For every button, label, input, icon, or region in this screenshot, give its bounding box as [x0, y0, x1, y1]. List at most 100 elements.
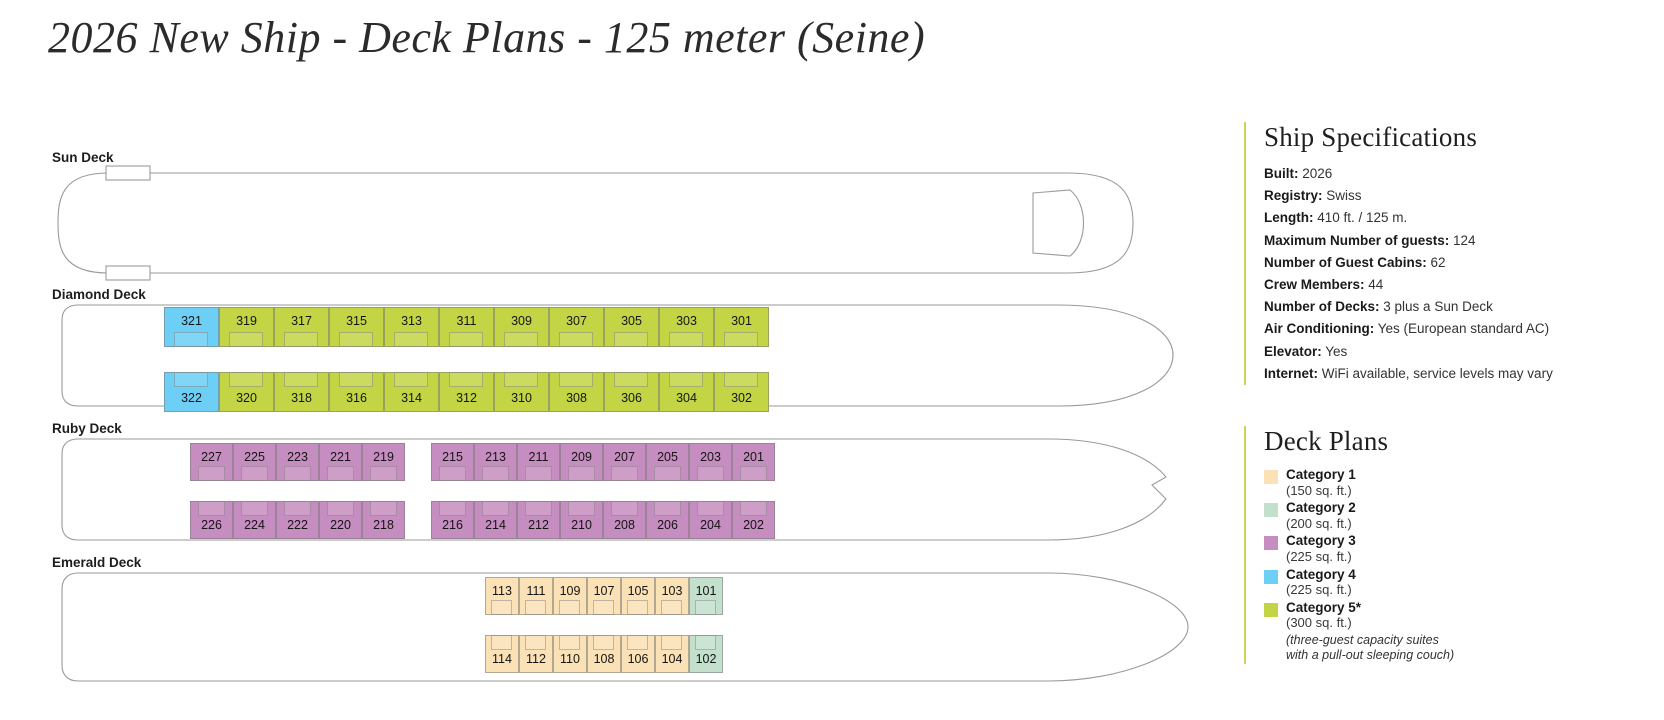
legend-category-title: Category 3	[1286, 533, 1356, 549]
cabin-103[interactable]: 103	[655, 577, 689, 615]
cabin-206[interactable]: 206	[646, 501, 689, 539]
cabin-door-notch	[198, 501, 225, 516]
cabin-223[interactable]: 223	[276, 443, 319, 481]
cabin-door-notch	[654, 466, 681, 481]
cabin-111[interactable]: 111	[519, 577, 553, 615]
cabin-305[interactable]: 305	[604, 307, 659, 347]
cabin-312[interactable]: 312	[439, 372, 494, 412]
cabin-207[interactable]: 207	[603, 443, 646, 481]
cabin-301[interactable]: 301	[714, 307, 769, 347]
cabin-107[interactable]: 107	[587, 577, 621, 615]
cabin-109[interactable]: 109	[553, 577, 587, 615]
cabin-215[interactable]: 215	[431, 443, 474, 481]
cabin-number: 309	[511, 314, 532, 328]
cabin-204[interactable]: 204	[689, 501, 732, 539]
cabin-203[interactable]: 203	[689, 443, 732, 481]
cabin-218[interactable]: 218	[362, 501, 405, 539]
cabin-door-notch	[559, 600, 580, 615]
cabin-211[interactable]: 211	[517, 443, 560, 481]
legend-color-swatch	[1264, 569, 1278, 584]
cabin-number: 208	[614, 518, 635, 532]
cabin-208[interactable]: 208	[603, 501, 646, 539]
cabin-219[interactable]: 219	[362, 443, 405, 481]
cabin-113[interactable]: 113	[485, 577, 519, 615]
cabin-319[interactable]: 319	[219, 307, 274, 347]
cabin-door-notch	[284, 332, 318, 347]
spec-value: Swiss	[1322, 188, 1362, 204]
cabin-309[interactable]: 309	[494, 307, 549, 347]
cabin-322[interactable]: 322	[164, 372, 219, 412]
cabin-number: 101	[695, 584, 717, 598]
cabin-102[interactable]: 102	[689, 635, 723, 673]
cabin-225[interactable]: 225	[233, 443, 276, 481]
cabin-201[interactable]: 201	[732, 443, 775, 481]
cabin-108[interactable]: 108	[587, 635, 621, 673]
cabin-221[interactable]: 221	[319, 443, 362, 481]
cabin-307[interactable]: 307	[549, 307, 604, 347]
cabin-313[interactable]: 313	[384, 307, 439, 347]
cabin-number: 322	[181, 391, 202, 405]
cabin-number: 303	[676, 314, 697, 328]
cabin-door-notch	[568, 501, 595, 516]
cabin-222[interactable]: 222	[276, 501, 319, 539]
cabin-318[interactable]: 318	[274, 372, 329, 412]
cabin-314[interactable]: 314	[384, 372, 439, 412]
cabin-227[interactable]: 227	[190, 443, 233, 481]
cabin-311[interactable]: 311	[439, 307, 494, 347]
cabin-205[interactable]: 205	[646, 443, 689, 481]
cabin-214[interactable]: 214	[474, 501, 517, 539]
cabin-321[interactable]: 321	[164, 307, 219, 347]
cabin-104[interactable]: 104	[655, 635, 689, 673]
cabin-door-notch	[174, 332, 208, 347]
cabin-226[interactable]: 226	[190, 501, 233, 539]
cabin-door-notch	[284, 466, 311, 481]
spec-value: WiFi available, service levels may vary	[1318, 365, 1553, 381]
cabin-317[interactable]: 317	[274, 307, 329, 347]
cabin-308[interactable]: 308	[549, 372, 604, 412]
cabin-door-notch	[669, 332, 703, 347]
cabin-112[interactable]: 112	[519, 635, 553, 673]
cabin-302[interactable]: 302	[714, 372, 769, 412]
cabin-number: 211	[528, 450, 549, 464]
cabin-209[interactable]: 209	[560, 443, 603, 481]
cabin-number: 312	[456, 391, 477, 405]
cabin-number: 114	[492, 652, 512, 666]
cabin-door-notch	[339, 332, 373, 347]
cabin-door-notch	[695, 600, 716, 615]
hull-outline-sun	[57, 165, 1134, 281]
legend-category-title: Category 5*	[1286, 599, 1362, 615]
cabin-220[interactable]: 220	[319, 501, 362, 539]
cabin-number: 227	[201, 450, 222, 464]
cabin-number: 316	[346, 391, 367, 405]
cabin-number: 213	[485, 450, 506, 464]
cabin-door-notch	[327, 501, 354, 516]
spec-label: Crew Members:	[1264, 277, 1365, 293]
cabin-110[interactable]: 110	[553, 635, 587, 673]
cabin-106[interactable]: 106	[621, 635, 655, 673]
cabin-216[interactable]: 216	[431, 501, 474, 539]
cabin-210[interactable]: 210	[560, 501, 603, 539]
cabin-door-notch	[284, 501, 311, 516]
cabin-315[interactable]: 315	[329, 307, 384, 347]
cabin-114[interactable]: 114	[485, 635, 519, 673]
cabin-door-notch	[627, 635, 648, 650]
legend-list: Category 1(150 sq. ft.)Category 2(200 sq…	[1264, 467, 1574, 631]
spec-label: Number of Decks:	[1264, 299, 1380, 315]
legend-item: Category 3(225 sq. ft.)	[1264, 533, 1574, 564]
cabin-202[interactable]: 202	[732, 501, 775, 539]
cabin-310[interactable]: 310	[494, 372, 549, 412]
cabin-303[interactable]: 303	[659, 307, 714, 347]
spec-value: 3 plus a Sun Deck	[1379, 299, 1493, 315]
cabin-212[interactable]: 212	[517, 501, 560, 539]
cabin-304[interactable]: 304	[659, 372, 714, 412]
cabin-316[interactable]: 316	[329, 372, 384, 412]
cabin-320[interactable]: 320	[219, 372, 274, 412]
cabin-224[interactable]: 224	[233, 501, 276, 539]
spec-label: Elevator:	[1264, 343, 1322, 359]
cabin-306[interactable]: 306	[604, 372, 659, 412]
cabin-213[interactable]: 213	[474, 443, 517, 481]
cabin-105[interactable]: 105	[621, 577, 655, 615]
cabin-101[interactable]: 101	[689, 577, 723, 615]
spec-value: Yes (European standard AC)	[1374, 321, 1550, 337]
